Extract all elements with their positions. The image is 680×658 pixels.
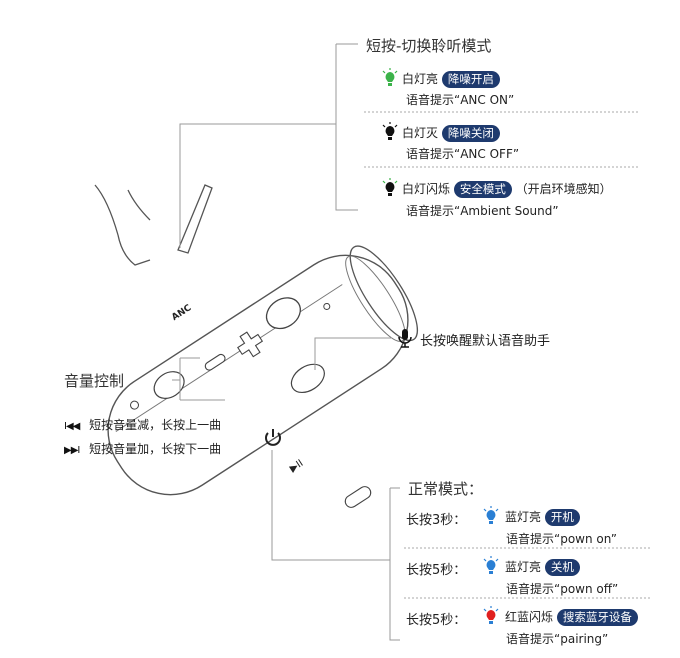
- bulb-icon: [483, 556, 499, 580]
- bulb-icon: [382, 178, 398, 202]
- bulb-icon: [382, 122, 398, 146]
- mode-badge: 降噪开启: [441, 71, 500, 88]
- volume-title: 音量控制: [64, 372, 125, 390]
- prev-track-icon: I◀◀: [64, 421, 80, 432]
- voice-prompt: 语音提示“pown on”: [506, 532, 617, 546]
- light-label: 白灯亮: [402, 72, 439, 86]
- press-duration: 长按5秒：: [406, 613, 467, 628]
- svg-text:▶II: ▶II: [288, 458, 305, 475]
- usb-port: [344, 486, 372, 508]
- device-body: [107, 245, 418, 496]
- normal-mode-bracket: [271, 450, 400, 641]
- normal-mode-item-3: 红蓝闪烁 搜索蓝牙设备: [505, 608, 638, 626]
- anc-button: [153, 371, 185, 399]
- voice-assistant-line: [314, 337, 392, 370]
- voice-prompt: 语音提示“Ambient Sound”: [406, 204, 559, 218]
- volume-row-text: 短按音量加，长按下一曲: [89, 442, 222, 456]
- press-duration: 长按3秒：: [406, 513, 467, 528]
- next-track-icon: ▶▶I: [64, 445, 80, 456]
- bulb-icon: [382, 68, 398, 92]
- mode-badge: 关机: [544, 559, 580, 576]
- bulb-icon: [483, 606, 499, 630]
- short-press-item-1: 白灯亮 降噪开启: [402, 70, 500, 88]
- neckband-cable: [117, 234, 151, 266]
- short-press-bracket: [179, 43, 358, 248]
- mic-button: [290, 363, 325, 394]
- short-press-title: 短按-切换聆听模式: [366, 37, 492, 55]
- power-glyph: [265, 429, 281, 446]
- light-label: 白灯闪烁: [402, 182, 451, 196]
- normal-mode-item-1: 蓝灯亮 开机: [505, 508, 580, 526]
- short-press-item-2: 白灯灭 降噪关闭: [402, 124, 500, 142]
- mode-badge: 降噪关闭: [441, 125, 500, 142]
- voice-prompt: 语音提示“ANC OFF”: [406, 147, 520, 161]
- mode-badge: 搜索蓝牙设备: [556, 609, 638, 626]
- volume-row-text: 短按音量减，长按上一曲: [89, 418, 222, 432]
- voice-prompt: 语音提示“ANC ON”: [406, 93, 515, 107]
- press-duration: 长按5秒：: [406, 563, 467, 578]
- microphone-icon: [398, 329, 412, 353]
- voice-assistant-label: 长按唤醒默认语音助手: [420, 334, 551, 349]
- volume-row-prev: I◀◀ 短按音量减，长按上一曲: [64, 416, 221, 433]
- short-press-item-3: 白灯闪烁 安全模式 （开启环境感知）: [402, 180, 612, 198]
- light-label: 蓝灯亮: [505, 510, 542, 524]
- normal-mode-item-2: 蓝灯亮 关机: [505, 558, 580, 576]
- mode-extra: （开启环境感知）: [515, 182, 612, 196]
- svg-text:ANC: ANC: [170, 303, 193, 323]
- mode-badge: 开机: [544, 509, 580, 526]
- volume-minus-button: [204, 353, 226, 371]
- mode-badge: 安全模式: [453, 181, 512, 198]
- pointer-stick: [177, 184, 213, 254]
- volume-plus-button: [237, 331, 264, 358]
- voice-prompt: 语音提示“pown off”: [506, 582, 619, 596]
- light-label: 红蓝闪烁: [505, 610, 554, 624]
- bulb-icon: [483, 506, 499, 530]
- volume-row-next: ▶▶I 短按音量加，长按下一曲: [64, 440, 221, 457]
- light-label: 蓝灯亮: [505, 560, 542, 574]
- voice-prompt: 语音提示“pairing”: [506, 632, 609, 646]
- volume-bracket: [172, 357, 225, 401]
- normal-mode-title: 正常模式：: [408, 480, 484, 498]
- light-label: 白灯灭: [402, 126, 439, 140]
- power-button: [265, 297, 301, 330]
